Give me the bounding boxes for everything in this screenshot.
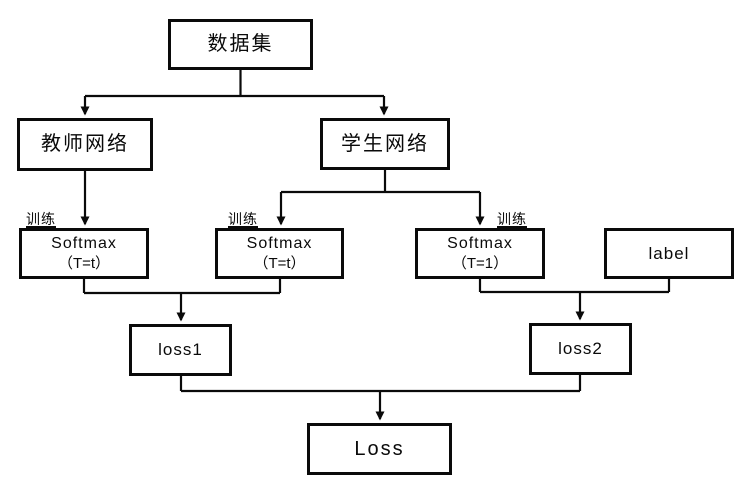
node-softmax-student-t: Softmax （T=t） [215,228,344,279]
node-loss2: loss2 [529,323,632,375]
node-loss1: loss1 [129,324,232,376]
edge-label-train-student-1: 训练 [497,211,527,228]
node-loss-total-label: Loss [354,437,405,460]
node-softmax-teacher: Softmax （T=t） [19,228,149,279]
node-softmax-student-1-line2: （T=1） [451,255,509,273]
node-softmax-student-t-line1: Softmax [246,234,313,252]
node-softmax-student-1: Softmax （T=1） [415,228,545,279]
node-loss-total: Loss [307,423,452,475]
node-dataset: 数据集 [168,19,313,70]
node-softmax-student-1-line1: Softmax [447,234,513,252]
node-student-network: 学生网络 [320,118,450,170]
node-softmax-student-t-line2: （T=t） [253,255,306,273]
node-softmax-teacher-line1: Softmax [51,234,117,252]
edge-label-train-teacher: 训练 [26,211,56,228]
node-loss1-label: loss1 [158,340,203,360]
node-student-network-label: 学生网络 [341,132,429,155]
node-teacher-network-label: 教师网络 [41,133,129,155]
node-softmax-teacher-line2: （T=t） [57,255,111,273]
edge-label-train-student-t: 训练 [228,211,258,228]
node-dataset-label: 数据集 [207,33,274,55]
node-teacher-network: 教师网络 [17,118,153,171]
node-label-text: label [648,243,690,263]
node-label: label [604,228,734,279]
node-loss2-label: loss2 [558,339,603,359]
